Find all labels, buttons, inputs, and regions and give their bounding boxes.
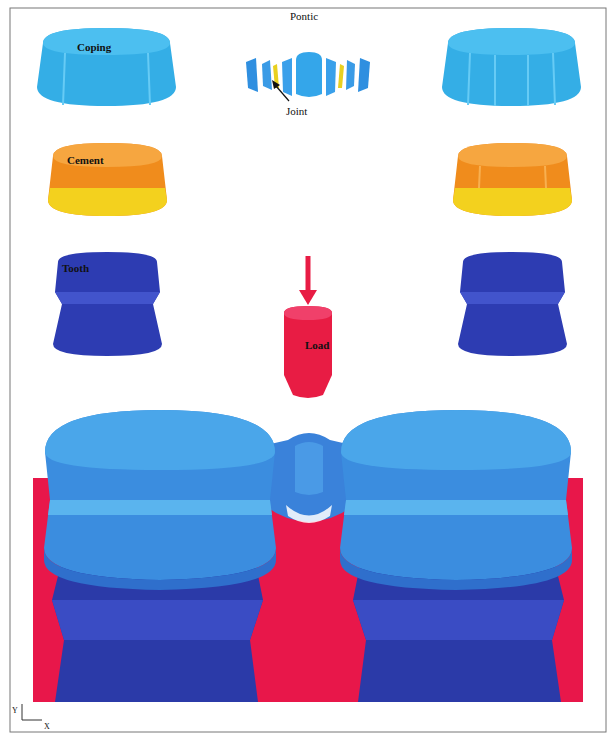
- part-surface: [48, 188, 167, 216]
- label-holder: Pontic: [290, 6, 318, 24]
- cement-shape: [453, 143, 572, 216]
- cement-part: Cement: [45, 140, 170, 218]
- axis-label: Y: [12, 707, 18, 716]
- label-holder: Joint: [286, 101, 307, 119]
- part-surface: [37, 28, 176, 106]
- tooth-part: Tooth: [50, 250, 165, 358]
- part-name: Tooth: [62, 262, 89, 274]
- joint-leader: [272, 80, 289, 101]
- load-part: Load: [283, 305, 333, 401]
- part-surface: [48, 143, 167, 216]
- axis-triad: [22, 704, 42, 720]
- label-holder: X: [44, 715, 50, 733]
- tooth-shape: [458, 252, 567, 356]
- part-surface: [63, 53, 150, 105]
- part-name: Load: [305, 339, 329, 351]
- assembled-bridge: [33, 410, 583, 702]
- part-name: Cement: [67, 154, 104, 166]
- part-surface: [284, 306, 332, 398]
- part-name: Coping: [77, 41, 111, 53]
- part-surface: [284, 306, 332, 320]
- part-outline: [45, 140, 170, 218]
- label-holder: Y: [12, 699, 18, 717]
- part-surface: [53, 252, 162, 356]
- pontic-pieces: [246, 52, 370, 97]
- part-label: Joint: [286, 105, 307, 117]
- part-label: Pontic: [290, 10, 318, 22]
- part-outline: [283, 305, 333, 401]
- part-surface: [55, 292, 160, 304]
- load-arrow: [299, 256, 317, 305]
- axis-label: X: [44, 723, 50, 732]
- part-surface: [53, 143, 162, 167]
- part-outline: [35, 25, 178, 109]
- part-surface: [43, 28, 170, 55]
- figure-frame: [10, 8, 606, 732]
- coping-shape: [442, 28, 581, 106]
- coping-part: Coping: [35, 25, 178, 109]
